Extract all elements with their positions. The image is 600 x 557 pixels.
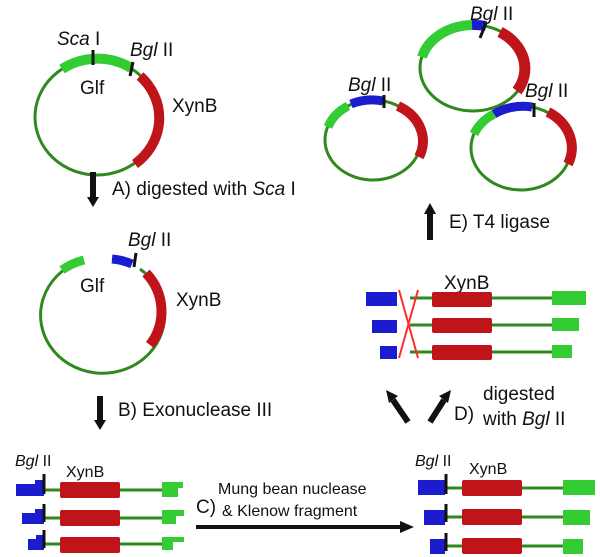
xynb-block: [432, 345, 492, 360]
glf-label: Glf: [80, 276, 105, 297]
green-block: [162, 510, 184, 524]
glf-label: Glf: [80, 78, 105, 99]
arrow-up-left-icon: [390, 398, 411, 424]
xynb-segment: [395, 101, 428, 160]
plasmid-digested: Bgl II Glf XynB: [39, 230, 221, 375]
step-d: D) digested with Bgl II: [386, 384, 565, 430]
arrow-down-head-icon: [94, 420, 106, 430]
plasmid-intact: Sca I Bgl II Glf XynB: [33, 29, 217, 177]
step-a-label: A) digested with Sca I: [112, 179, 296, 200]
blue-segment: [349, 95, 384, 109]
bgl-label: Bgl II: [415, 453, 451, 470]
green-block: [552, 345, 572, 358]
fragment-row: [16, 474, 183, 498]
xynb-segment: [142, 269, 167, 349]
xynb-label: XynB: [444, 273, 489, 294]
fragments-blunt: Bgl II XynB: [415, 453, 595, 554]
blue-block: [418, 480, 445, 495]
blue-block: [430, 539, 445, 554]
fragment-row: [28, 530, 184, 553]
bgl-label: Bgl II: [128, 230, 171, 251]
xynb-label: XynB: [469, 461, 507, 478]
xynb-label: XynB: [176, 290, 221, 311]
xynb-block: [60, 510, 120, 526]
bgl-label: Bgl II: [348, 75, 391, 96]
xynb-block: [432, 292, 492, 307]
step-c: C) Mung bean nuclease & Klenow fragment: [196, 481, 414, 533]
xynb-segment: [545, 107, 577, 167]
xynb-label: XynB: [172, 96, 217, 117]
bgl-label: Bgl II: [15, 453, 51, 470]
green-block: [563, 510, 590, 525]
bgl-site-marker: [132, 252, 138, 268]
sca-label: Sca I: [57, 29, 100, 50]
fragment-row: [424, 504, 590, 525]
step-d-line2: with Bgl II: [482, 409, 565, 430]
blue-segment: [111, 254, 134, 269]
bgl-site-marker: [128, 61, 135, 77]
fragment-row: [380, 345, 572, 360]
arrow-up-head-icon: [424, 203, 436, 214]
plasmid-ligated-top: Bgl II: [417, 4, 531, 113]
blue-segment: [491, 101, 533, 118]
blue-block: [424, 510, 445, 525]
plasmid-ligated-right: Bgl II: [469, 81, 577, 192]
step-d-line1: digested: [483, 384, 555, 405]
glf-segment: [59, 53, 134, 74]
fragment-row: [366, 291, 586, 307]
blue-block: [16, 480, 44, 496]
blue-block: [28, 535, 44, 550]
xynb-block: [462, 480, 522, 496]
arrow-right-head-icon: [400, 521, 414, 533]
xynb-segment: [497, 27, 531, 95]
green-block: [162, 482, 183, 497]
step-c-line1: Mung bean nuclease: [218, 481, 367, 498]
green-block: [552, 318, 579, 331]
step-b: B) Exonuclease III: [94, 396, 272, 430]
glf-segment: [469, 110, 497, 137]
xynb-block: [462, 509, 522, 525]
arrow-up-right-head-icon: [439, 390, 451, 403]
xynb-block: [432, 318, 492, 333]
glf-segment: [323, 102, 351, 129]
fragment-row: [418, 474, 595, 496]
blue-block: [380, 346, 397, 359]
xynb-block: [462, 538, 522, 554]
glf-segment: [59, 255, 86, 274]
plasmid-ligated-small: Bgl II: [323, 75, 428, 182]
green-block: [552, 291, 586, 305]
step-e-label: E) T4 ligase: [449, 212, 550, 233]
arrow-up-right-icon: [427, 398, 447, 424]
bgl-label: Bgl II: [130, 40, 173, 61]
step-d-letter: D): [454, 404, 474, 425]
arrow-down-head-icon: [87, 197, 99, 207]
arrow-up-left-head-icon: [386, 390, 398, 403]
step-a: A) digested with Sca I: [87, 172, 296, 207]
cross-mark: [398, 289, 419, 359]
step-b-label: B) Exonuclease III: [118, 400, 272, 421]
fragment-row: [22, 504, 184, 526]
fragment-row: [430, 533, 583, 554]
xynb-block: [60, 482, 120, 498]
step-c-letter: C): [196, 497, 216, 518]
blue-block: [372, 320, 397, 333]
xynb-segment: [131, 72, 165, 169]
fragments-exo: Bgl II XynB: [15, 453, 184, 553]
fragment-row: [372, 318, 579, 333]
green-block: [563, 480, 595, 495]
xynb-label: XynB: [66, 464, 104, 481]
step-e: E) T4 ligase: [424, 203, 550, 240]
green-block: [162, 537, 184, 550]
blue-block: [22, 509, 44, 524]
bgl-label: Bgl II: [525, 81, 568, 102]
xynb-block: [60, 537, 120, 553]
step-c-line2: & Klenow fragment: [222, 503, 358, 520]
blue-block: [366, 292, 397, 306]
bgl-label: Bgl II: [470, 4, 513, 25]
glf-segment: [417, 20, 473, 59]
green-block: [563, 539, 583, 554]
fragments-cut: XynB: [366, 273, 586, 360]
